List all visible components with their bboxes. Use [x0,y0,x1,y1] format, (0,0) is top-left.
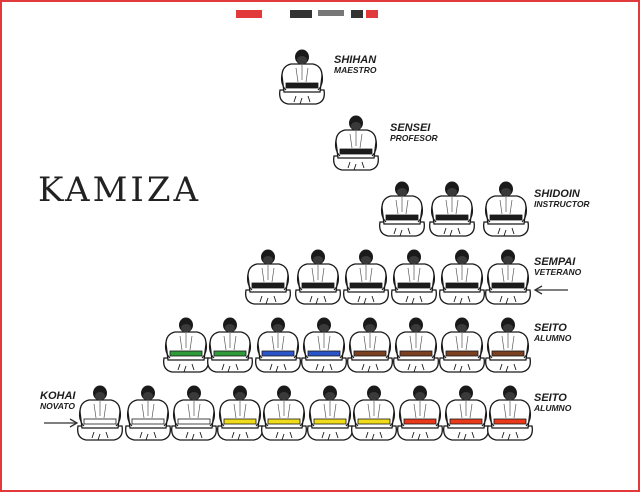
logo-dark-block-2 [351,10,363,18]
student-figure-5-4 [261,385,307,441]
rank-translation: NOVATO [40,401,75,412]
student-figure-5-3 [217,385,263,441]
rank-label-shidoin: SHIDOIN INSTRUCTOR [534,188,590,210]
arrow-right-icon [44,418,79,428]
belt [285,82,319,89]
belt [213,350,247,357]
student-figure-5-8 [443,385,489,441]
student-figure-3-3 [391,249,437,305]
belt [131,418,165,425]
belt [223,418,257,425]
belt [307,350,341,357]
student-figure-2-2 [483,181,529,237]
belt [261,350,295,357]
kamiza-title: KAMIZA [38,170,201,210]
student-figure-5-2 [171,385,217,441]
belt [489,214,523,221]
rank-name: SEITO [534,392,567,404]
belt [435,214,469,221]
belt [399,350,433,357]
belt [267,418,301,425]
rank-translation: MAESTRO [334,65,377,76]
rank-name: SENSEI [390,122,431,134]
logo-strip [236,10,378,22]
belt [403,418,437,425]
student-figure-1-0 [333,115,379,171]
student-figure-4-6 [439,317,485,373]
rank-name: SHIHAN [334,54,377,66]
rank-label-seito-1: SEITO ALUMNO [534,322,571,344]
student-figure-4-1 [207,317,253,373]
student-figure-4-7 [485,317,531,373]
belt [445,350,479,357]
rank-name: SEITO [534,322,567,334]
belt [445,282,479,289]
student-figure-5-5 [307,385,353,441]
arrow-left-icon [533,285,568,295]
belt [339,148,373,155]
student-figure-0-0 [279,49,325,105]
belt [449,418,483,425]
student-figure-2-0 [379,181,425,237]
rank-name: SHIDOIN [534,188,580,200]
rank-label-shihan: SHIHAN MAESTRO [334,54,377,76]
belt [83,418,117,425]
student-figure-5-9 [487,385,533,441]
belt [493,418,527,425]
rank-label-seito-2: SEITO ALUMNO [534,392,571,414]
rank-name: SEMPAI [534,256,576,268]
belt [397,282,431,289]
belt [177,418,211,425]
student-figure-5-7 [397,385,443,441]
belt [385,214,419,221]
belt [251,282,285,289]
student-figure-4-5 [393,317,439,373]
student-figure-4-0 [163,317,209,373]
rank-translation: ALUMNO [534,333,572,344]
belt [301,282,335,289]
rank-name: KOHAI [40,390,76,402]
belt [349,282,383,289]
student-figure-4-3 [301,317,347,373]
belt [491,350,525,357]
logo-dark-block [290,10,312,18]
student-figure-3-0 [245,249,291,305]
rank-label-sensei: SENSEI PROFESOR [390,122,438,144]
rank-translation: VETERANO [534,267,582,278]
student-figure-5-6 [351,385,397,441]
rank-translation: PROFESOR [390,133,438,144]
student-figure-3-4 [439,249,485,305]
belt [491,282,525,289]
student-figure-3-2 [343,249,389,305]
belt [357,418,391,425]
rank-translation: INSTRUCTOR [534,199,590,210]
student-figure-3-1 [295,249,341,305]
belt [313,418,347,425]
rank-label-sempai: SEMPAI VETERANO [534,256,581,278]
student-figure-3-5 [485,249,531,305]
student-figure-5-1 [125,385,171,441]
logo-red-bar [236,10,262,18]
logo-grey-block [318,10,344,16]
student-figure-2-1 [429,181,475,237]
rank-label-kohai: KOHAI NOVATO [40,390,75,412]
student-figure-5-0 [77,385,123,441]
belt [169,350,203,357]
student-figure-4-4 [347,317,393,373]
logo-red-block [366,10,378,18]
student-figure-4-2 [255,317,301,373]
rank-translation: ALUMNO [534,403,572,414]
belt [353,350,387,357]
